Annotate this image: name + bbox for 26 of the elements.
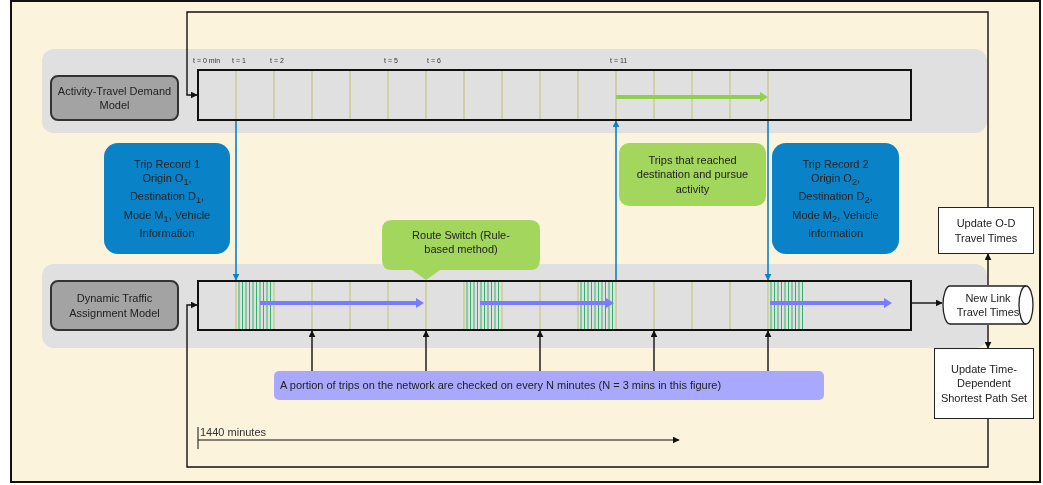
note-box: A portion of trips on the network are checked on every N minutes (N = 3 mins in this figure) bbox=[274, 371, 824, 400]
dimension-label: 1440 minutes bbox=[200, 426, 267, 438]
arrow bbox=[650, 330, 658, 372]
arrow bbox=[308, 330, 316, 372]
arrow bbox=[764, 120, 772, 281]
process-box: Update Time-Dependent Shortest Path Set bbox=[934, 348, 1034, 419]
timeline-bar bbox=[197, 69, 912, 121]
trip-record-box: Trip Record 1 Origin O$_{1}$, Destination D$_{1}$, Mode M$_{1}$, Vehicle Information bbox=[104, 143, 230, 254]
process-box: Update O-D Travel Times bbox=[938, 207, 1034, 254]
arrow bbox=[536, 330, 544, 372]
timeline-bar bbox=[197, 280, 912, 331]
arrow bbox=[612, 120, 620, 281]
arrow bbox=[764, 330, 772, 372]
cylinder-node: New Link Travel Times bbox=[942, 285, 1034, 325]
arrow bbox=[232, 120, 240, 281]
arrow bbox=[984, 324, 992, 349]
arrow bbox=[911, 299, 943, 307]
arrow bbox=[186, 11, 989, 208]
callout-bubble: Route Switch (Rule-based method) bbox=[382, 220, 540, 280]
arrow bbox=[186, 301, 989, 468]
arrow bbox=[984, 253, 992, 286]
note-box: Trips that reached destination and pursue activity bbox=[619, 143, 766, 206]
model-box: Dynamic Traffic Assignment Model bbox=[50, 280, 179, 331]
model-box: Activity-Travel Demand Model bbox=[50, 75, 179, 121]
trip-record-box: Trip Record 2 Origin O$_{2}$, Destination D$_{2}$, Mode M$_{2}$, Vehicle Information bbox=[772, 143, 899, 254]
arrow bbox=[422, 330, 430, 372]
